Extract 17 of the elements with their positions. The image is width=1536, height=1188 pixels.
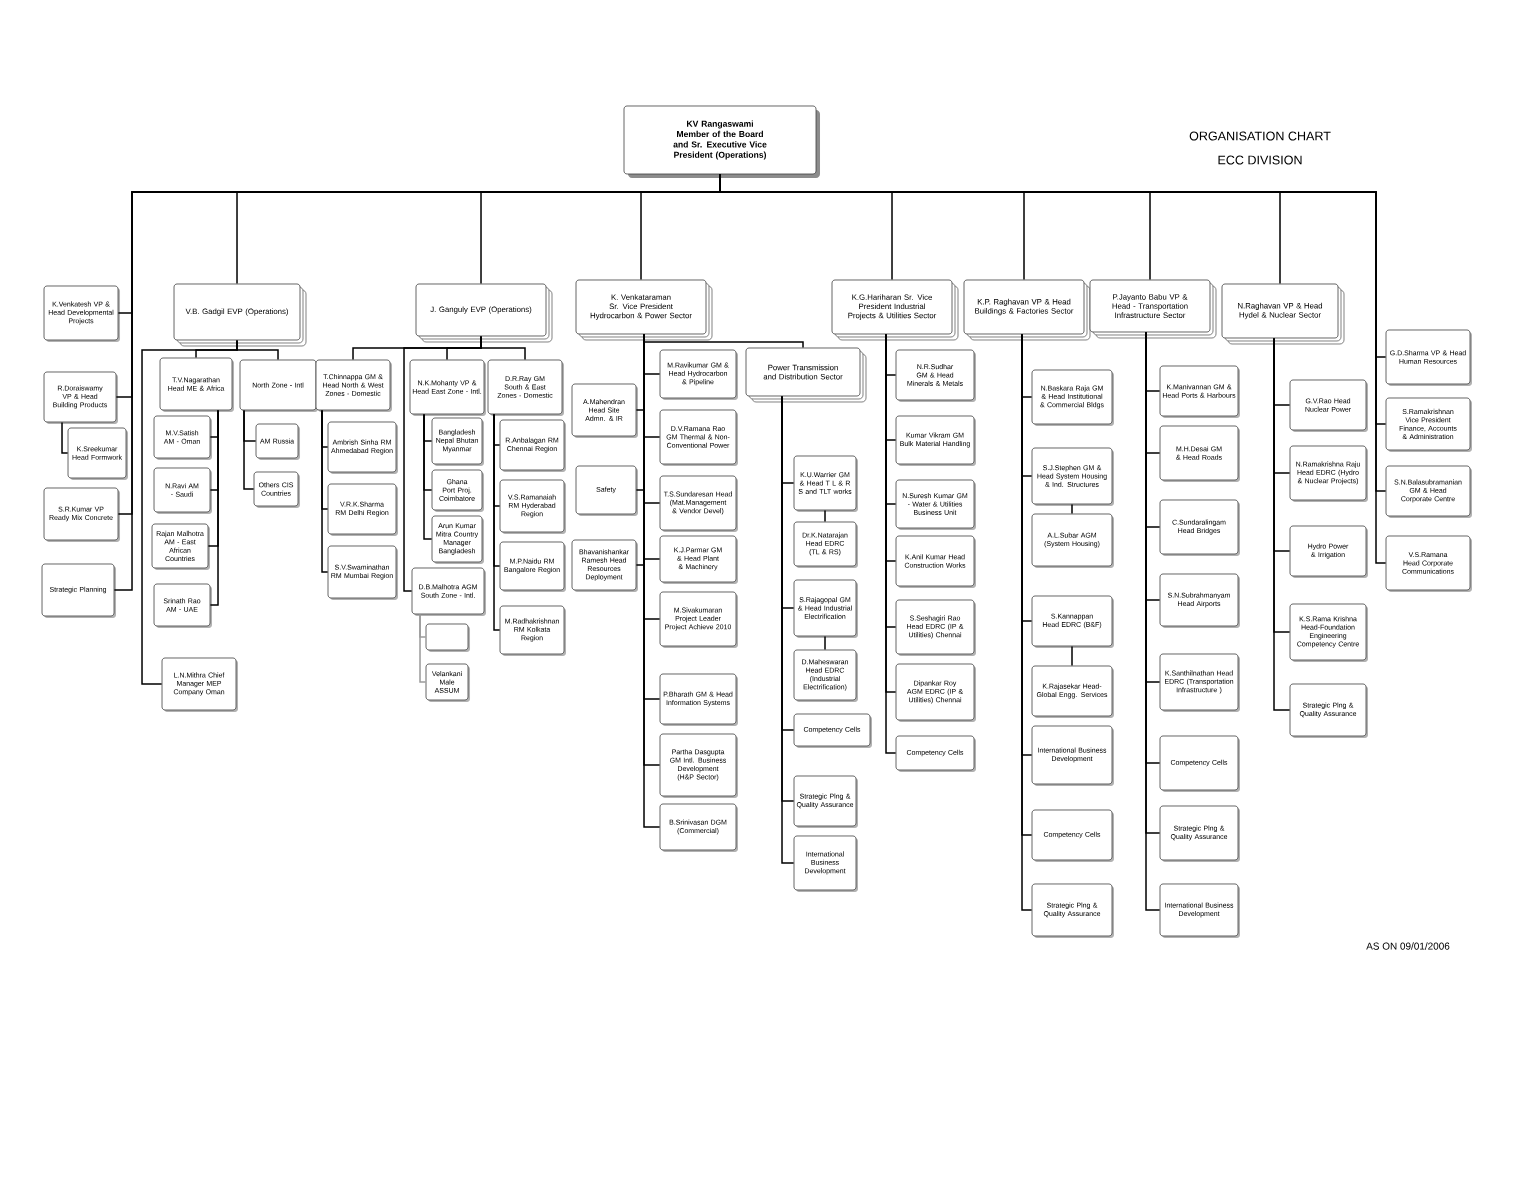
connector-line [1071, 503, 1073, 515]
connector-line [719, 173, 1387, 564]
connector-line [321, 409, 329, 573]
position-box [425, 623, 470, 652]
connector-line [243, 409, 255, 490]
connector-line [141, 339, 238, 685]
connector-line [480, 335, 526, 361]
connector-line [643, 333, 804, 349]
connector-line [419, 613, 427, 683]
connector-line [423, 413, 433, 540]
connector-line [1071, 645, 1073, 667]
connector-line [1273, 337, 1291, 711]
connector-line [61, 421, 69, 454]
connector-line [824, 509, 826, 523]
connector-line [824, 635, 826, 651]
connector-line [209, 409, 219, 606]
connector-line [493, 413, 501, 631]
